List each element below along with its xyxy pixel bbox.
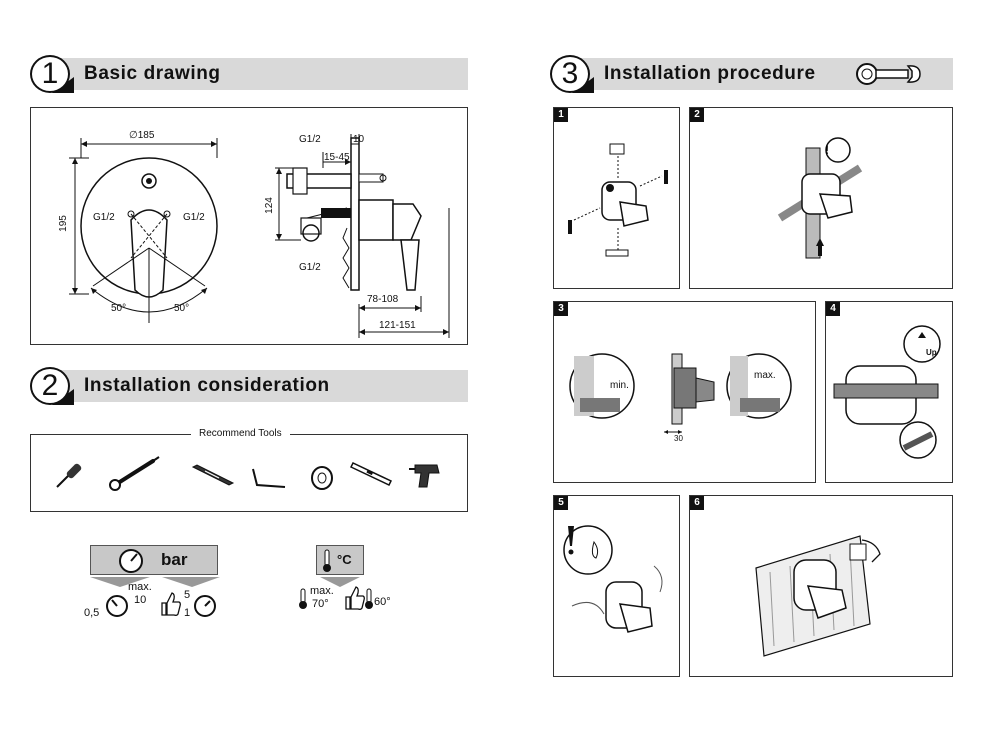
section-1-title: Basic drawing [84, 63, 221, 84]
step-3-max-label: max. [754, 370, 776, 381]
recommend-tools-title: Recommend Tools [191, 428, 290, 439]
pressure-min-value: 0,5 [84, 607, 100, 619]
step-6-number: 6 [690, 496, 704, 510]
step-2-number: 2 [690, 108, 704, 122]
section-3-header: 3 Installation procedure [550, 55, 953, 93]
temperature-arrow [320, 577, 360, 587]
svg-text:!: ! [825, 143, 829, 157]
recommend-tools-panel: Recommend Tools [30, 428, 468, 512]
step-5-number: 5 [554, 496, 568, 510]
pressure-arrows [90, 577, 220, 587]
temperature-unit: °C [337, 552, 352, 567]
thumbs-up-icon [161, 592, 181, 616]
section-3-title: Installation procedure [604, 63, 816, 84]
step-6-illustration [755, 535, 881, 657]
pressure-gauge-icon [119, 549, 143, 573]
power-drill-icon [409, 464, 440, 488]
thermometer-icon [323, 549, 331, 572]
section-2-title: Installation consideration [84, 375, 330, 396]
step-3-panel: 3 min. max. 30 [553, 301, 816, 483]
step-3-dim-label: 30 [674, 434, 683, 443]
step-5-panel: 5 [553, 495, 680, 677]
angle-left-label: 50° [111, 303, 127, 314]
side-top-port-label: G1/2 [299, 134, 321, 145]
pressure-max-value: 10 [134, 594, 147, 606]
pressure-range-low: 1 [184, 607, 191, 619]
temperature-max-label: max. [310, 585, 334, 597]
step-4-number: 4 [826, 302, 840, 316]
section-1-bar [56, 58, 468, 90]
utility-knife-icon [191, 464, 235, 486]
height-label: 195 [57, 215, 69, 232]
pressure-block: bar max. 10 0,5 5 1 [80, 545, 225, 625]
front-view-drawing [69, 138, 218, 323]
spanner-icon [856, 63, 921, 85]
adjustable-wrench-icon [109, 456, 160, 491]
right-port-label: G1/2 [183, 212, 205, 223]
section-2-header: 2 Installation consideration [30, 367, 468, 405]
side-view-drawing [275, 134, 450, 338]
temperature-block: °C max. 70° 60° [298, 545, 408, 625]
pressure-unit: bar [161, 550, 188, 569]
dim-15-45-label: 15-45 [324, 152, 350, 163]
thermometer-max-icon [299, 588, 307, 609]
screwdriver-icon [56, 463, 82, 488]
temperature-thumbs-up-icon [345, 586, 365, 610]
step-2-illustration: ! [777, 137, 863, 259]
temperature-max-value: 70° [312, 598, 329, 610]
tape-roll-icon [311, 466, 333, 490]
dim-121-151-label: 121-151 [379, 320, 416, 331]
step-3-min-label: min. [610, 380, 629, 391]
section-1-header: 1 Basic drawing [30, 55, 468, 93]
left-port-label: G1/2 [93, 212, 115, 223]
step-3-illustration [569, 353, 792, 434]
temperature-header-bar: °C [316, 545, 364, 575]
dim-10-label: 10 [353, 134, 365, 145]
angle-right-label: 50° [174, 303, 190, 314]
step-5-illustration [563, 525, 663, 633]
hex-key-icon [252, 468, 286, 488]
pressure-ok-gauge-icon [194, 595, 216, 617]
step-1-illustration [568, 143, 668, 257]
pressure-max-label: max. [128, 581, 152, 593]
basic-drawing-panel: ∅185 195 G1/2 G1/2 50° 50° G1/2 10 15-45… [30, 107, 468, 345]
pressure-header-bar: bar [90, 545, 218, 575]
step-3-number: 3 [554, 302, 568, 316]
temperature-recommended-value: 60° [374, 596, 391, 608]
section-3-number: 3 [550, 55, 590, 93]
step-4-panel: 4 Up [825, 301, 953, 483]
dim-124-label: 124 [263, 197, 275, 214]
pressure-range-high: 5 [184, 589, 191, 601]
step-4-up-label: Up [926, 348, 937, 357]
section-2-number: 2 [30, 367, 70, 405]
section-1-number: 1 [30, 55, 70, 93]
side-bottom-port-label: G1/2 [299, 262, 321, 273]
spirit-level-icon [349, 462, 393, 486]
diameter-label: ∅185 [129, 130, 155, 141]
section-2-bar [56, 370, 468, 402]
step-2-panel: 2 ! [689, 107, 953, 289]
pressure-low-gauge-icon [106, 595, 128, 617]
dim-78-108-label: 78-108 [367, 294, 399, 305]
step-6-panel: 6 [689, 495, 953, 677]
step-1-number: 1 [554, 108, 568, 122]
step-1-panel: 1 [553, 107, 680, 289]
thermometer-ok-icon [365, 588, 373, 609]
step-4-illustration [833, 325, 941, 459]
